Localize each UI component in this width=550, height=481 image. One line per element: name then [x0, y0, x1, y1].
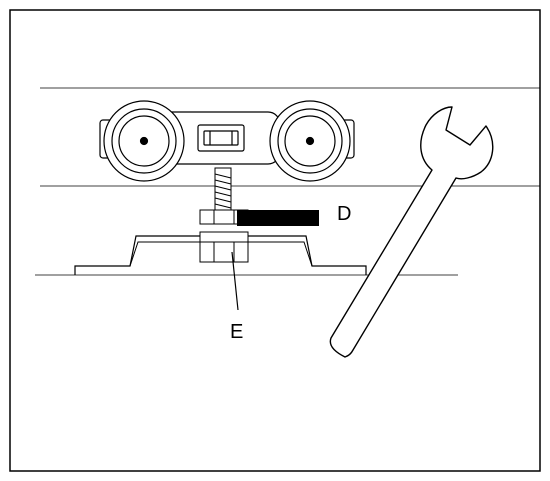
- diagram-frame: [9, 9, 541, 472]
- upper-nut: [199, 209, 249, 225]
- adjustment-nut: [199, 231, 249, 263]
- label-d: D: [337, 203, 351, 225]
- leader-line-e: [231, 251, 239, 311]
- open-end-wrench: [329, 106, 494, 358]
- trolley-roller-right: [269, 100, 351, 182]
- marker-bar-d: [237, 210, 319, 226]
- label-e: E: [230, 321, 243, 343]
- trolley-roller-left: [103, 100, 185, 182]
